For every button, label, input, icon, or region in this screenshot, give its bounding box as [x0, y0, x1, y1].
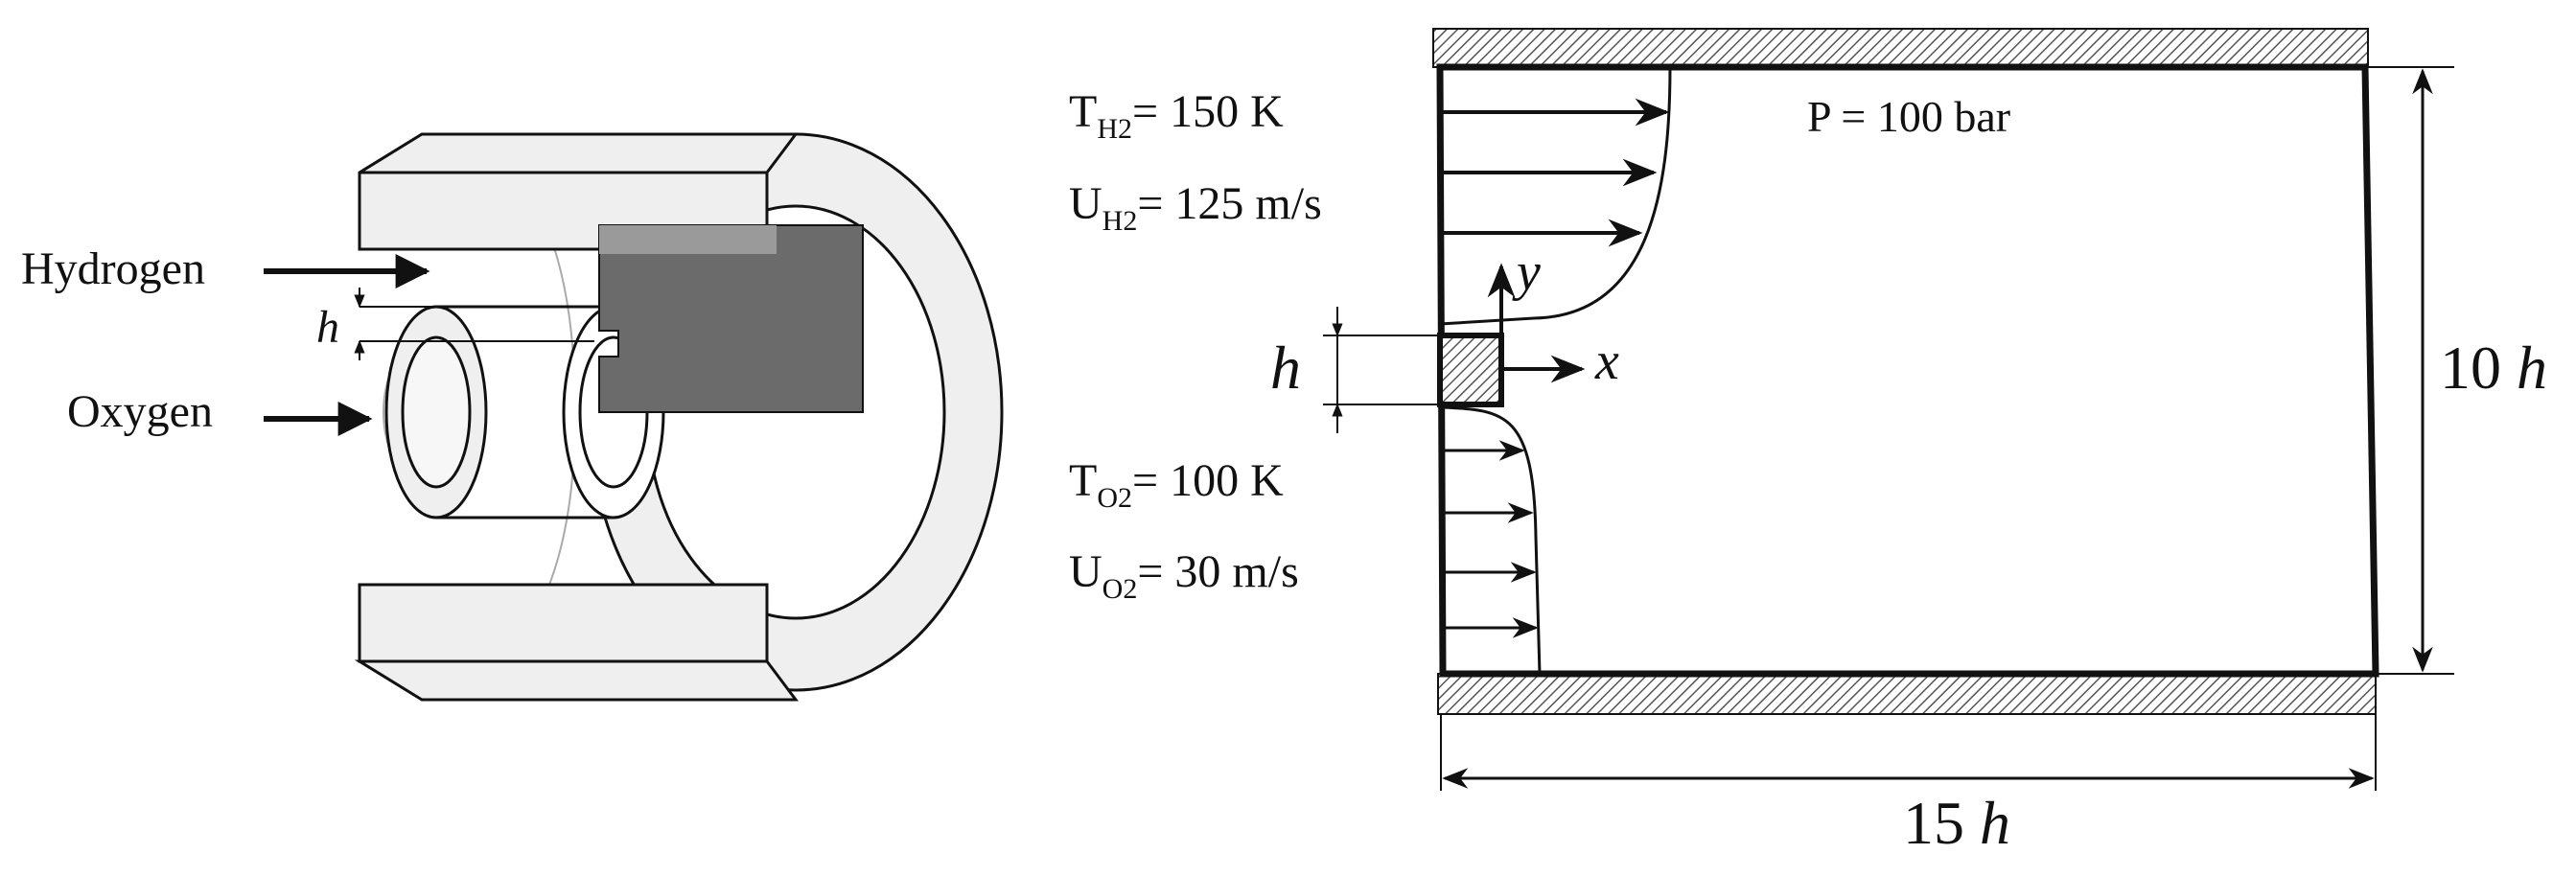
domain-boundary [1436, 63, 2379, 678]
h2-velocity-arrows [1440, 98, 1670, 247]
injector-h-label: h [316, 302, 339, 353]
o2-temperature: TO2= 100 K [1069, 455, 1284, 514]
pressure-label: P = 100 bar [1807, 92, 2010, 141]
height-label: 10 h [2440, 334, 2547, 402]
lip-h-dimension [1323, 307, 1438, 433]
y-axis-label: y [1512, 242, 1541, 302]
bottom-annulus-section [354, 659, 799, 702]
o2-velocity-arrows [1443, 440, 1539, 638]
inflow-conditions: TH2= 150 K UH2= 125 m/s TO2= 100 K UO2= … [1069, 86, 1322, 605]
cut-plane [598, 224, 864, 413]
injector-h-dimension [354, 288, 594, 360]
top-wall-hatch [1432, 28, 2369, 68]
oxygen-label: Oxygen [67, 386, 213, 437]
height-dimension [2368, 66, 2454, 675]
hydrogen-label: Hydrogen [21, 243, 205, 294]
bottom-wall-hatch [1437, 673, 2377, 715]
length-dimension [1440, 714, 2377, 791]
o2-velocity-profile [1442, 405, 1542, 675]
h2-velocity-profile [1439, 66, 1672, 326]
computational-domain: y x h P = 100 bar 10 h [1270, 28, 2547, 857]
injector-cutaway [354, 132, 1004, 702]
h2-velocity: UH2= 125 m/s [1069, 178, 1322, 237]
x-axis-label: x [1594, 332, 1619, 391]
length-label: 15 h [1903, 789, 2010, 857]
lip-h-label: h [1270, 334, 1301, 402]
lip-splitter [1437, 333, 1504, 407]
o2-velocity: UO2= 30 m/s [1069, 546, 1299, 605]
h2-temperature: TH2= 150 K [1069, 86, 1284, 145]
